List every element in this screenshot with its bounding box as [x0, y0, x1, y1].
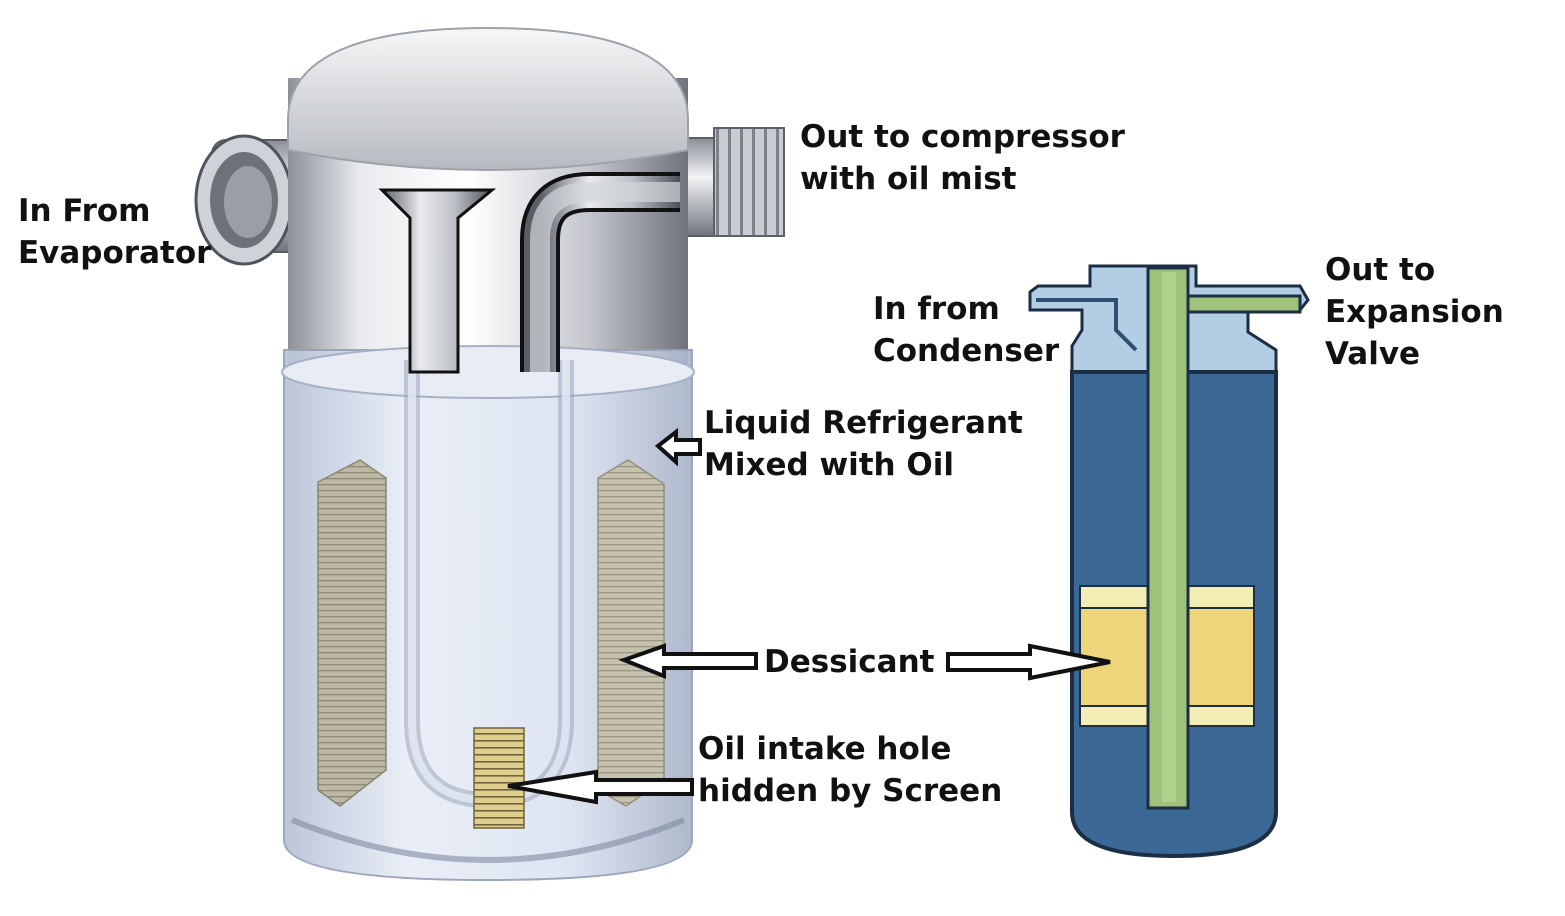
arrow-liquid — [654, 427, 702, 467]
liquid-surface — [281, 345, 695, 399]
arrow-dessicant-right — [946, 643, 1111, 681]
accumulator-cap — [287, 26, 689, 171]
oil-intake-screen — [473, 727, 525, 829]
outlet-channel — [1186, 294, 1302, 314]
label-in-from-condenser: In from Condenser — [873, 288, 1059, 372]
label-line: In From — [18, 193, 151, 229]
label-line: Liquid Refrigerant — [704, 405, 1023, 441]
label-line: In from — [873, 291, 1000, 327]
arrow-dessicant-left — [618, 643, 758, 679]
arrows — [507, 427, 1111, 805]
label-line: Out to — [1325, 252, 1436, 288]
label-line: Condenser — [873, 333, 1060, 369]
label-liquid-refrigerant: Liquid Refrigerant Mixed with Oil — [704, 402, 1023, 486]
receiver-drier-illustration — [1028, 264, 1310, 859]
label-out-to-expansion-valve: Out to Expansion Valve — [1325, 249, 1504, 375]
label-in-from-evaporator: In From Evaporator — [18, 190, 211, 274]
label-line: Oil intake hole — [698, 731, 952, 767]
accumulator-illustration — [194, 26, 785, 882]
funnel-tube — [378, 188, 497, 374]
label-line: Out to compressor — [800, 119, 1125, 155]
arrow-oil-intake — [507, 769, 694, 805]
label-out-to-compressor: Out to compressor with oil mist — [800, 116, 1125, 200]
desiccant-bag-left — [317, 459, 387, 807]
label-line: Expansion — [1325, 294, 1504, 330]
label-oil-intake: Oil intake hole hidden by Screen — [698, 728, 1002, 812]
label-line: with oil mist — [800, 161, 1017, 197]
desiccant-bag-right — [597, 459, 665, 807]
label-line: hidden by Screen — [698, 773, 1003, 809]
label-line: Evaporator — [18, 235, 212, 271]
label-dessicant: Dessicant — [764, 644, 935, 680]
label-line: Valve — [1325, 336, 1421, 372]
label-line: Mixed with Oil — [704, 447, 955, 483]
